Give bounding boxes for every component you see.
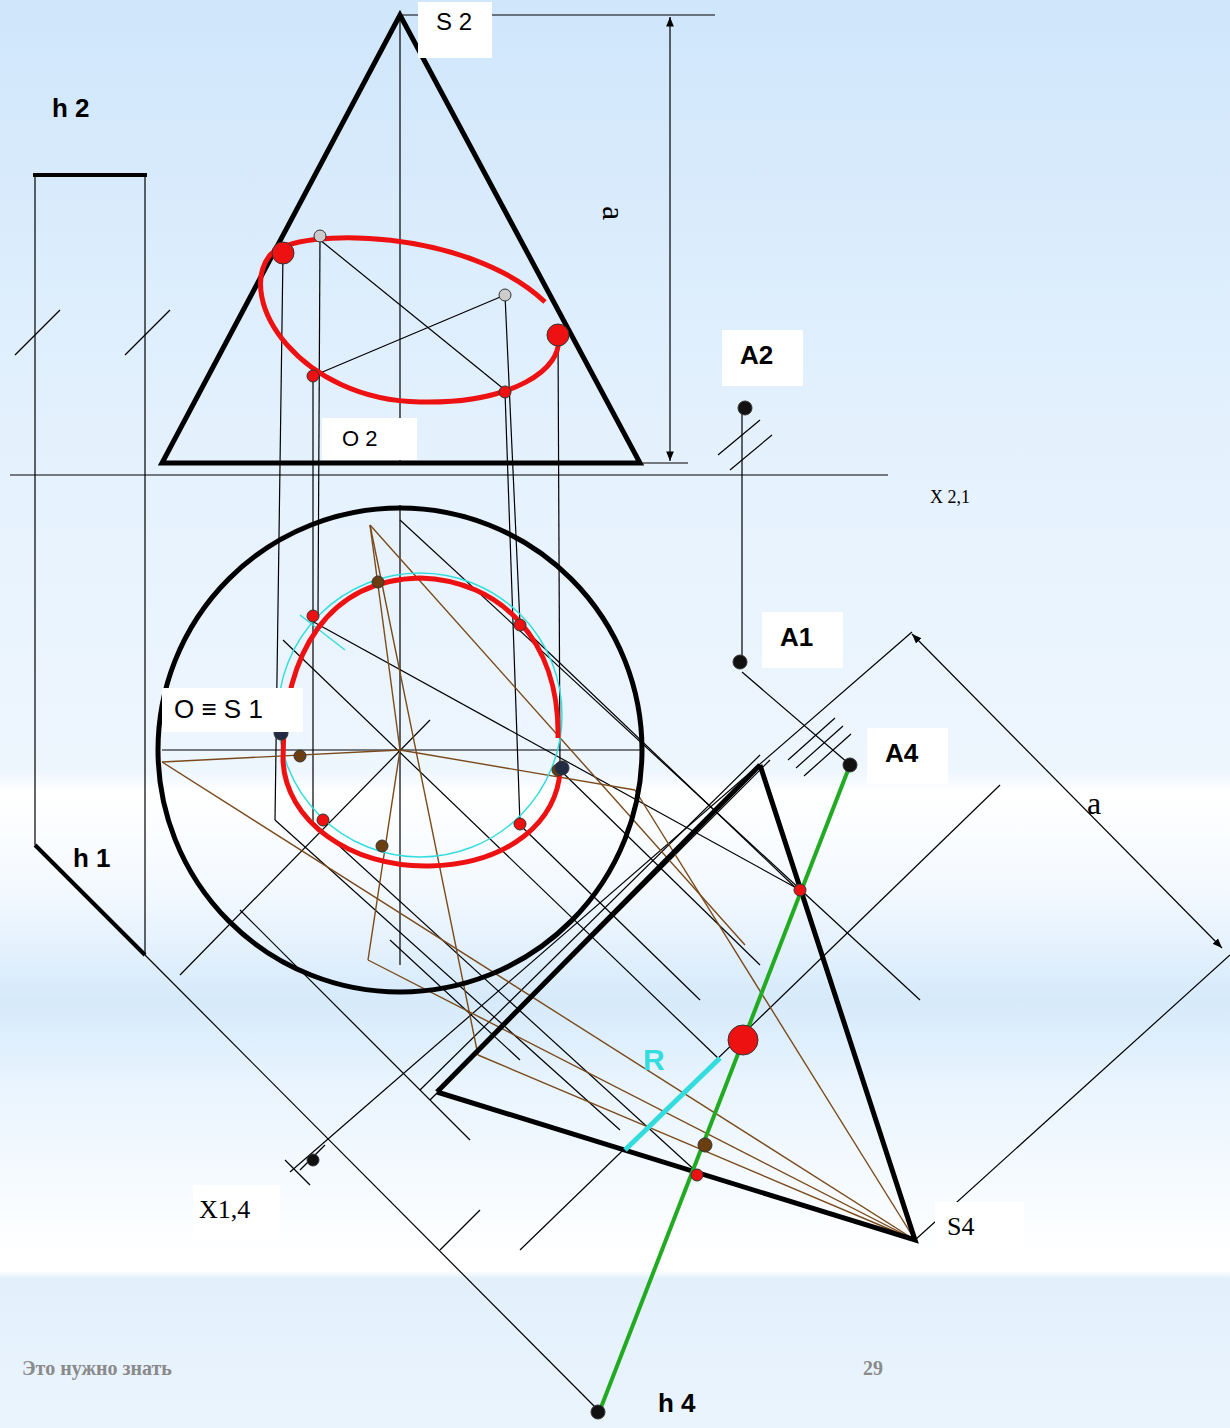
axis-label: X 2,1 — [930, 488, 970, 506]
vertex-label: S4 — [935, 1202, 1024, 1258]
footer-note: Это нужно знать — [22, 1358, 172, 1378]
radius-label: R — [643, 1045, 665, 1075]
dimension-label: a — [596, 204, 632, 222]
vertex-label: S 2 — [418, 2, 492, 58]
line-label: h 1 — [73, 845, 111, 871]
page-number: 29 — [863, 1358, 883, 1378]
point-label: A4 — [867, 728, 948, 784]
center-label: O 2 — [322, 418, 417, 460]
point-label: A2 — [722, 330, 803, 386]
line-label: h 4 — [658, 1390, 696, 1416]
line-label: h 2 — [52, 95, 90, 121]
axis-label: X1,4 — [193, 1185, 280, 1239]
center-label: O ≡ S 1 — [162, 688, 303, 732]
point-label: A1 — [762, 612, 843, 668]
dimension-label: a — [1085, 785, 1103, 821]
